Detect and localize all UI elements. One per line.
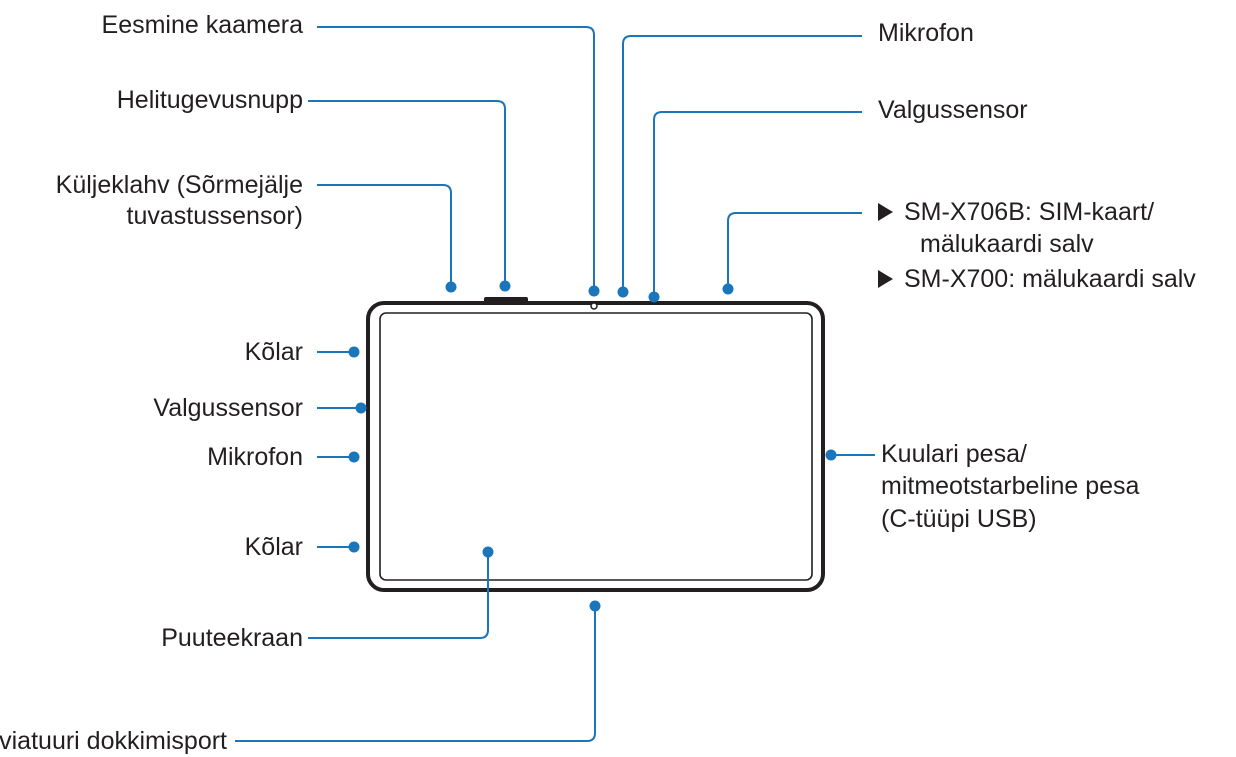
dot-speaker-top xyxy=(348,346,360,358)
leader-mic-top xyxy=(622,35,862,292)
label-side-key-line2: tuvastussensor) xyxy=(126,202,303,230)
leader-touchscreen xyxy=(308,552,489,639)
leader-light-sensor-top xyxy=(653,111,862,297)
tablet-body xyxy=(366,301,825,592)
label-side-key-line1: Küljeklahv (Sõrmejälje xyxy=(55,171,303,199)
camera-lens-icon xyxy=(590,302,598,310)
label-headset-line2: mitmeotstarbeline pesa xyxy=(881,472,1140,500)
dot-light-sensor-top xyxy=(648,291,660,303)
dot-mic-top xyxy=(617,286,629,298)
label-keyboard-port: Klaviatuuri dokkimisport xyxy=(0,727,227,755)
dot-light-sensor-left xyxy=(355,402,367,414)
dot-side-key xyxy=(445,281,457,293)
dot-touchscreen xyxy=(482,546,494,558)
label-light-sensor-top: Valgussensor xyxy=(878,96,1028,124)
label-speaker-bottom: Kõlar xyxy=(244,533,303,561)
sd-tray-text: SM-X700: mälukaardi salv xyxy=(904,265,1196,293)
dot-volume-key xyxy=(499,280,511,292)
sim-tray-text1: SM-X706B: SIM-kaart/ xyxy=(904,198,1155,226)
label-speaker-top: Kõlar xyxy=(244,338,303,366)
label-light-sensor-left: Valgussensor xyxy=(153,394,303,422)
touchscreen-panel xyxy=(379,312,813,581)
leader-front-camera xyxy=(317,26,595,291)
label-headset-line3: (C-tüüpi USB) xyxy=(881,505,1037,533)
label-mic-left: Mikrofon xyxy=(207,443,303,471)
triangle-right-icon xyxy=(878,197,904,228)
dot-front-camera xyxy=(588,285,600,297)
triangle-right-icon xyxy=(878,264,904,295)
label-volume-key: Helitugevusnupp xyxy=(116,86,303,114)
label-touchscreen: Puuteekraan xyxy=(161,624,303,652)
leader-volume-key xyxy=(308,100,506,286)
label-mic-top: Mikrofon xyxy=(878,19,974,47)
dot-headset-jack xyxy=(825,449,837,461)
dot-speaker-bottom xyxy=(348,541,360,553)
volume-key-bump xyxy=(484,297,528,303)
label-sim-tray-line2: mälukaardi salv xyxy=(920,230,1094,258)
dot-sim-tray xyxy=(722,283,734,295)
leader-side-key xyxy=(317,184,452,287)
label-front-camera: Eesmine kaamera xyxy=(101,11,303,39)
label-sim-tray-line1: SM-X706B: SIM-kaart/ xyxy=(878,197,1154,228)
label-headset-line1: Kuulari pesa/ xyxy=(881,440,1027,468)
label-sd-tray: SM-X700: mälukaardi salv xyxy=(878,264,1196,295)
dot-keyboard-port xyxy=(589,600,601,612)
leader-sim-tray xyxy=(727,212,862,289)
dot-mic-left xyxy=(348,451,360,463)
leader-keyboard-port xyxy=(235,606,596,742)
